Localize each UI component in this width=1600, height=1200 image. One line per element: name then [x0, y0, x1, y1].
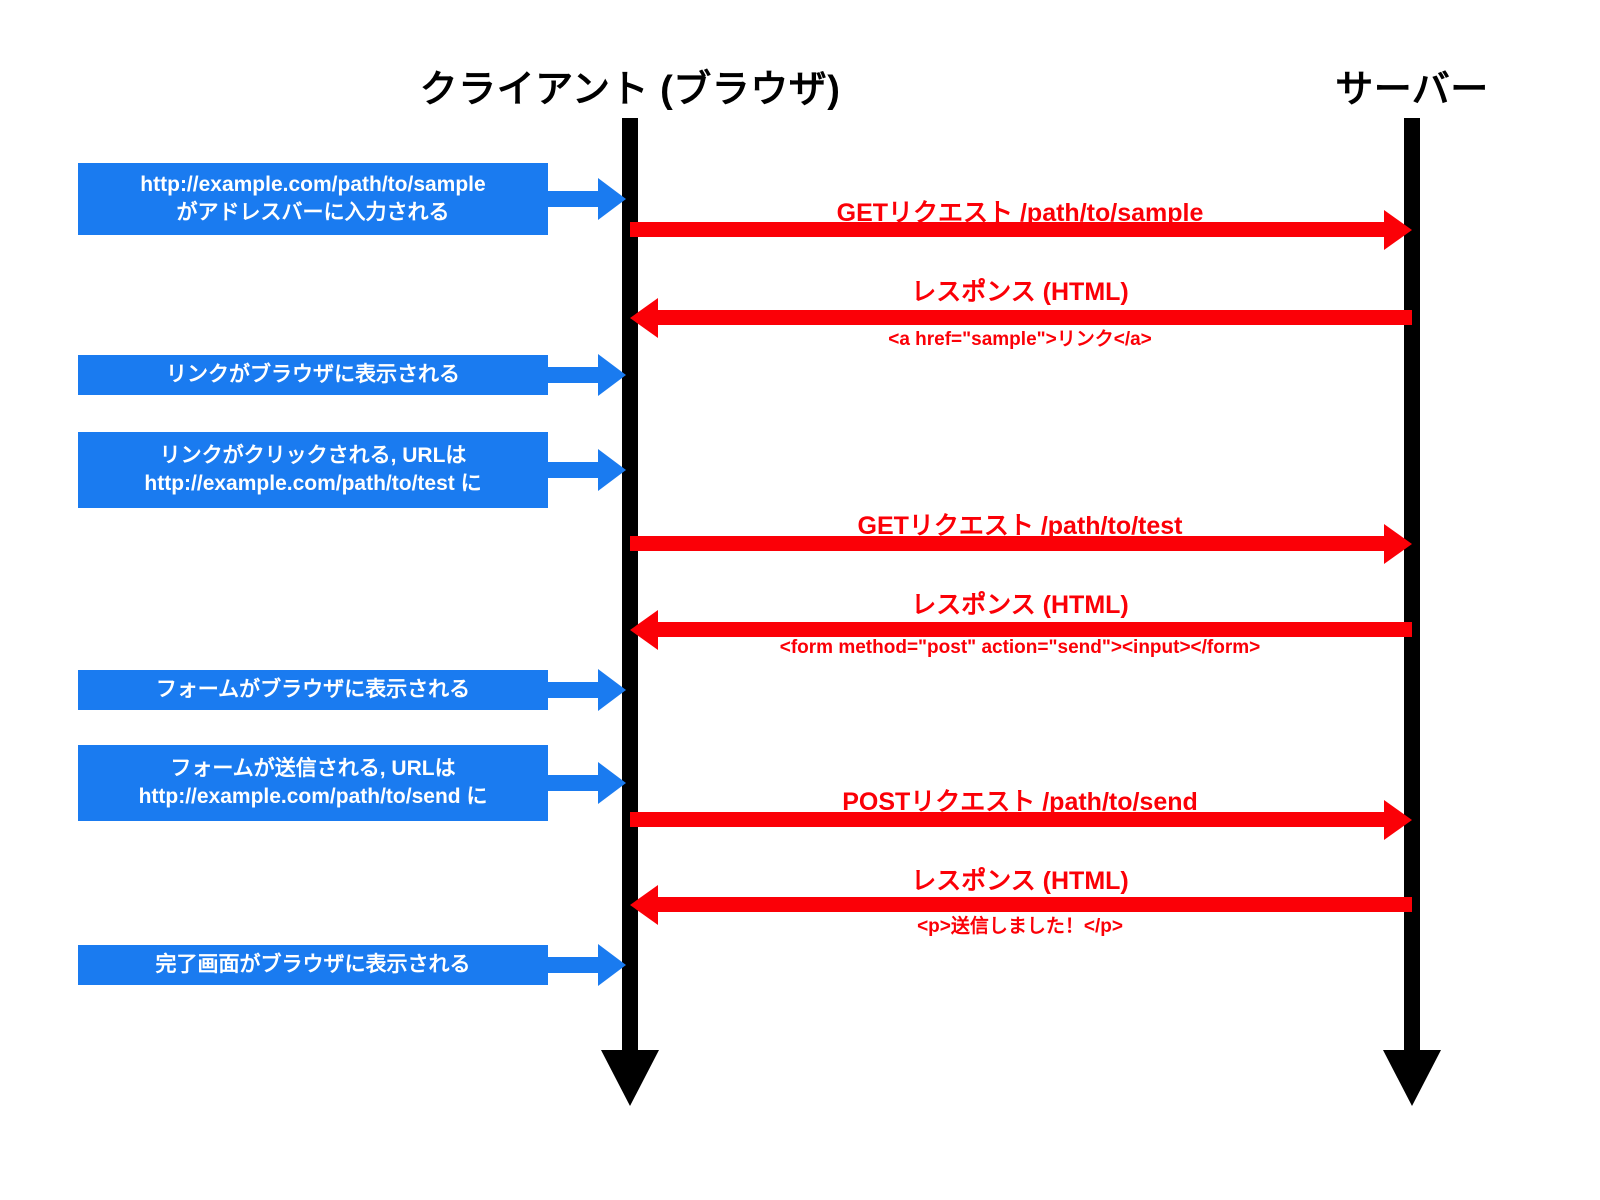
note-arrow-head-link-clicked — [598, 449, 626, 491]
note-line: フォームがブラウザに表示される — [155, 677, 471, 701]
message-arrowhead-get-sample — [1384, 210, 1412, 250]
note-form-submitted: フォームが送信される, URLは http://example.com/path… — [78, 745, 548, 821]
message-sublabel-response-done: <p>送信しました！</p> — [917, 916, 1123, 937]
note-line: http://example.com/path/to/send に — [138, 785, 488, 808]
message-arrowhead-response-link — [630, 298, 658, 338]
note-arrow-head-link-displayed — [598, 354, 626, 396]
note-arrow-shaft-url-entered — [548, 191, 610, 207]
note-arrow-shaft-link-displayed — [548, 367, 610, 383]
note-arrow-head-form-submitted — [598, 762, 626, 804]
lifeline-bar-server — [1404, 118, 1420, 1056]
note-line: リンクがブラウザに表示される — [166, 362, 460, 386]
message-shaft-get-test — [630, 536, 1390, 551]
note-line: http://example.com/path/to/sample — [140, 172, 486, 196]
message-label-response-link: レスポンス (HTML) — [911, 278, 1129, 306]
message-shaft-response-form — [652, 622, 1412, 637]
note-arrow-head-url-entered — [598, 178, 626, 220]
note-line: 完了画面がブラウザに表示される — [155, 952, 471, 976]
note-arrow-shaft-link-clicked — [548, 462, 610, 478]
message-arrowhead-response-done — [630, 885, 658, 925]
note-arrow-shaft-form-displayed — [548, 682, 610, 698]
message-label-get-test: GETリクエスト /path/to/test — [857, 512, 1183, 540]
lifeline-arrowhead-client — [601, 1050, 659, 1106]
note-line: リンクがクリックされる, URLは — [159, 443, 467, 467]
note-line: フォームが送信される, URLは — [170, 756, 456, 780]
message-shaft-post-send — [630, 812, 1390, 827]
message-sublabel-response-link: <a href="sample">リンク</a> — [888, 329, 1152, 350]
message-label-response-form: レスポンス (HTML) — [911, 591, 1129, 619]
note-form-displayed: フォームがブラウザに表示される — [78, 670, 548, 710]
lifeline-title-server: サーバー — [1335, 69, 1489, 111]
message-label-post-send: POSTリクエスト /path/to/send — [842, 788, 1198, 816]
message-arrowhead-response-form — [630, 610, 658, 650]
lifeline-arrowhead-server — [1383, 1050, 1441, 1106]
note-arrow-head-complete-displayed — [598, 944, 626, 986]
note-link-clicked: リンクがクリックされる, URLは http://example.com/pat… — [78, 432, 548, 508]
note-arrow-head-form-displayed — [598, 669, 626, 711]
message-sublabel-response-form: <form method="post" action="send"><input… — [779, 637, 1261, 658]
note-line: http://example.com/path/to/test に — [144, 472, 482, 495]
note-url-entered: http://example.com/path/to/sample がアドレスバ… — [78, 163, 548, 235]
message-label-response-done: レスポンス (HTML) — [911, 867, 1129, 895]
note-line: がアドレスバーに入力される — [176, 201, 450, 224]
note-arrow-shaft-form-submitted — [548, 775, 610, 791]
note-arrow-shaft-complete-displayed — [548, 957, 610, 973]
message-arrowhead-get-test — [1384, 524, 1412, 564]
message-shaft-response-link — [652, 310, 1412, 325]
message-arrowhead-post-send — [1384, 800, 1412, 840]
lifeline-title-client: クライアント (ブラウザ) — [419, 69, 841, 111]
note-link-displayed: リンクがブラウザに表示される — [78, 355, 548, 395]
message-shaft-response-done — [652, 897, 1412, 912]
message-shaft-get-sample — [630, 222, 1390, 237]
note-complete-displayed: 完了画面がブラウザに表示される — [78, 945, 548, 985]
